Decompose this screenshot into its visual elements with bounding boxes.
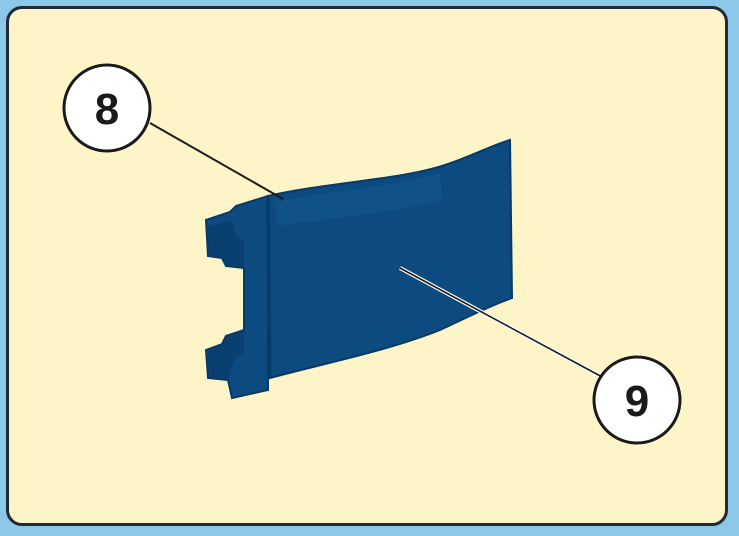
part-flap-body: [266, 138, 514, 380]
callout-8-label: 8: [95, 85, 119, 134]
callout-9: 9: [592, 355, 682, 445]
callout-8: 8: [62, 63, 152, 153]
callout-9-circle: [592, 355, 682, 445]
part-bracket: [204, 138, 514, 400]
leader-line-8: [149, 122, 284, 200]
callout-9-label: 9: [625, 377, 649, 426]
leader-line-9: [399, 266, 605, 380]
part-lower-tab-shadow: [208, 330, 244, 380]
part-fold-edge: [266, 197, 272, 377]
part-flap-highlight: [275, 173, 442, 226]
callout-8-circle: [62, 63, 152, 153]
part-upper-tab-shadow: [208, 220, 244, 268]
